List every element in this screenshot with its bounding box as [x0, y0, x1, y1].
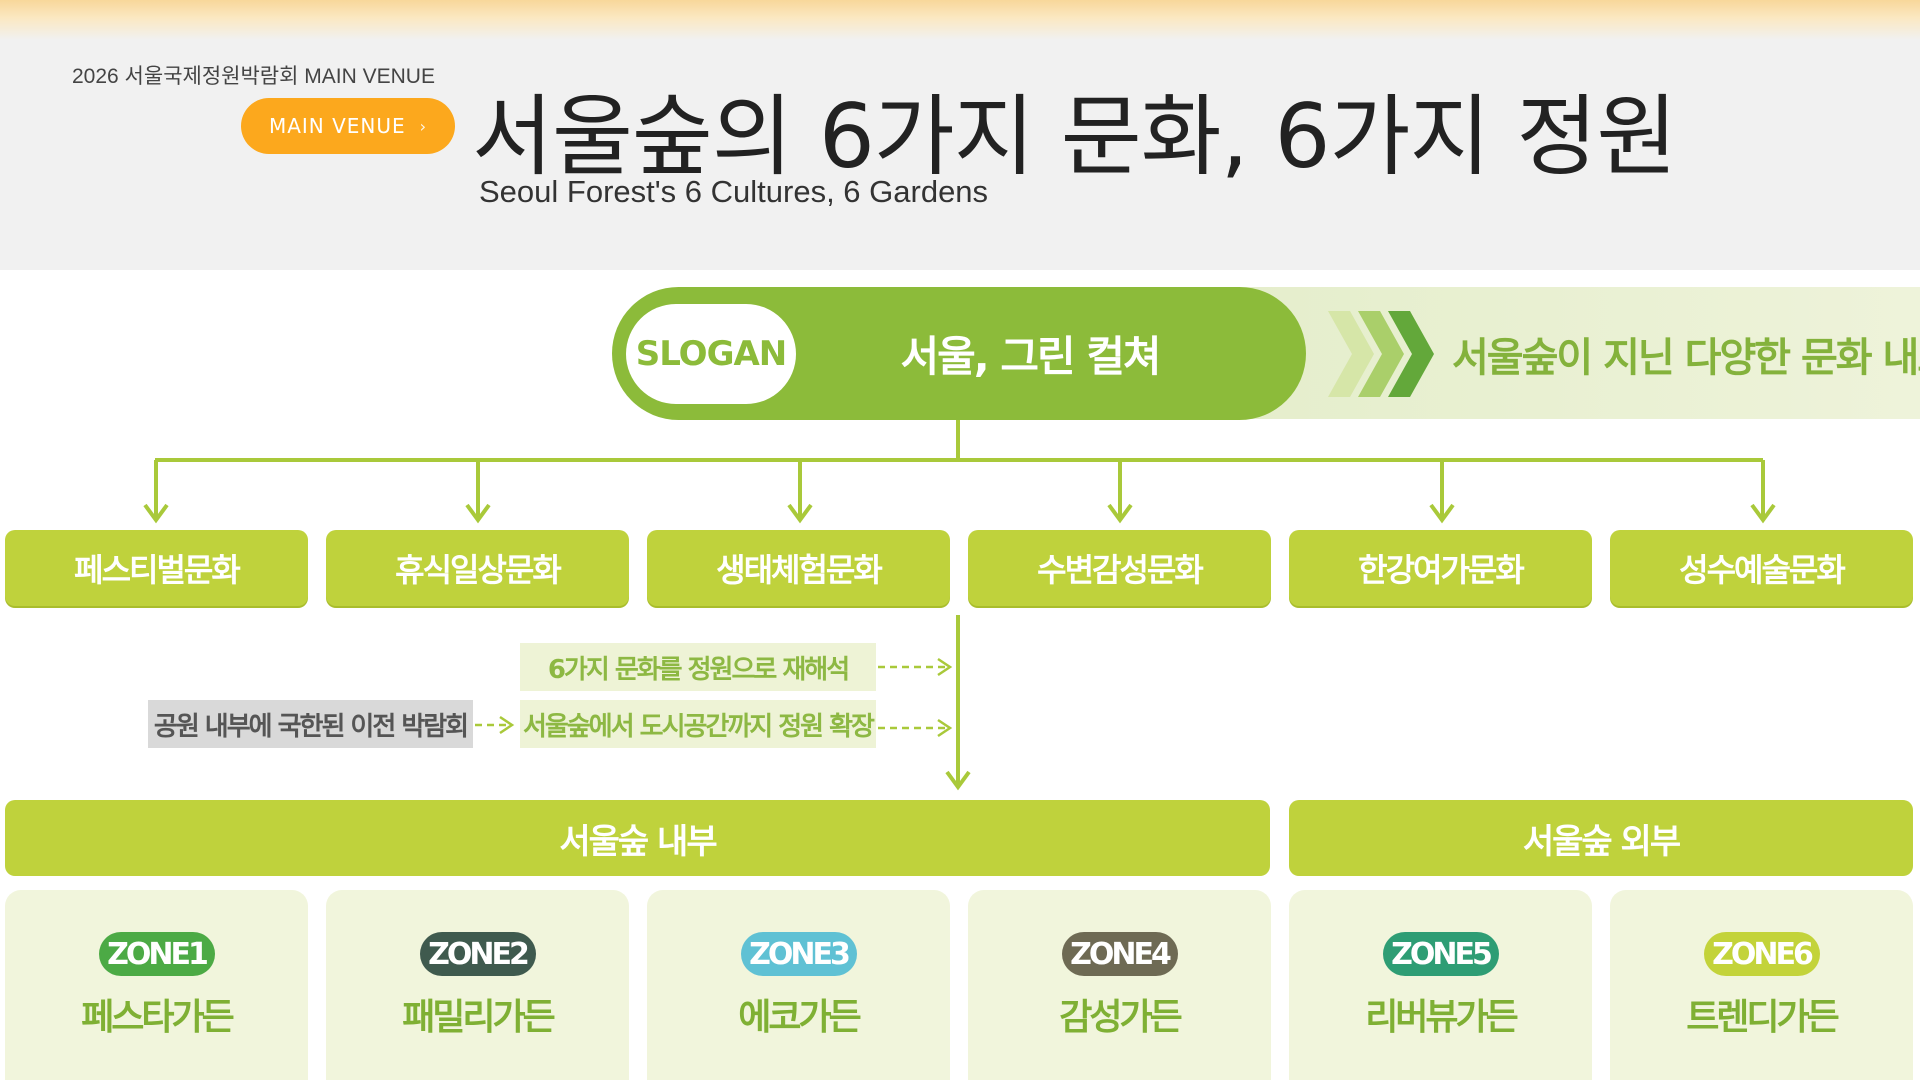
zone-badge: ZONE1	[98, 932, 215, 976]
culture-art: 성수예술문화	[1610, 530, 1913, 606]
zone-card-2[interactable]: ZONE2 패밀리가든	[326, 890, 629, 1080]
zone-badge: ZONE4	[1061, 932, 1178, 976]
zone-name: 트렌디가든	[1686, 997, 1840, 1038]
zone-name: 감성가든	[1059, 997, 1182, 1038]
zone-badge: ZONE3	[740, 932, 857, 976]
triple-chevron-icon	[1328, 311, 1434, 397]
slogan-description: 서울숲이 지닌 다양한 문화 내포	[1452, 334, 1920, 381]
culture-rest: 휴식일상문화	[326, 530, 629, 606]
culture-waterside: 수변감성문화	[968, 530, 1271, 606]
zone-card-4[interactable]: ZONE4 감성가든	[968, 890, 1271, 1080]
slogan-tag: SLOGAN	[626, 304, 796, 404]
slogan-text: 서울, 그린 컬쳐	[900, 332, 1161, 381]
zone-name: 리버뷰가든	[1365, 997, 1519, 1038]
page-title: 서울숲의 6가지 문화, 6가지 정원	[472, 85, 1677, 188]
culture-hangang: 한강여가문화	[1289, 530, 1592, 606]
culture-ecology: 생태체험문화	[647, 530, 950, 606]
zone-card-1[interactable]: ZONE1 페스타가든	[5, 890, 308, 1080]
zone-badge: ZONE2	[419, 932, 536, 976]
note-reinterpret: 6가지 문화를 정원으로 재해석	[520, 643, 876, 691]
main-venue-label: MAIN VENUE	[268, 114, 406, 138]
note-previous-expo: 공원 내부에 국한된 이전 박람회	[148, 700, 473, 748]
top-gradient-bar	[0, 0, 1920, 40]
note-expand: 서울숲에서 도시공간까지 정원 확장	[520, 700, 876, 748]
breadcrumb: 2026 서울국제정원박람회 MAIN VENUE	[72, 65, 435, 88]
page-subtitle: Seoul Forest's 6 Cultures, 6 Gardens	[479, 174, 989, 209]
main-venue-button[interactable]: MAIN VENUE ›	[241, 98, 455, 154]
zone-card-3[interactable]: ZONE3 에코가든	[647, 890, 950, 1080]
zone-badge: ZONE6	[1703, 932, 1820, 976]
area-outside-bar: 서울숲 외부	[1289, 800, 1913, 876]
page-header: 2026 서울국제정원박람회 MAIN VENUE	[0, 40, 1920, 270]
zone-card-5[interactable]: ZONE5 리버뷰가든	[1289, 890, 1592, 1080]
zone-badge: ZONE5	[1382, 932, 1499, 976]
culture-festival: 페스티벌문화	[5, 530, 308, 606]
chevron-right-icon: ›	[419, 116, 428, 136]
zone-name: 패밀리가든	[402, 997, 556, 1038]
zone-card-6[interactable]: ZONE6 트렌디가든	[1610, 890, 1913, 1080]
area-inside-bar: 서울숲 내부	[5, 800, 1270, 876]
zone-name: 페스타가든	[81, 997, 235, 1038]
zone-name: 에코가든	[738, 997, 861, 1038]
